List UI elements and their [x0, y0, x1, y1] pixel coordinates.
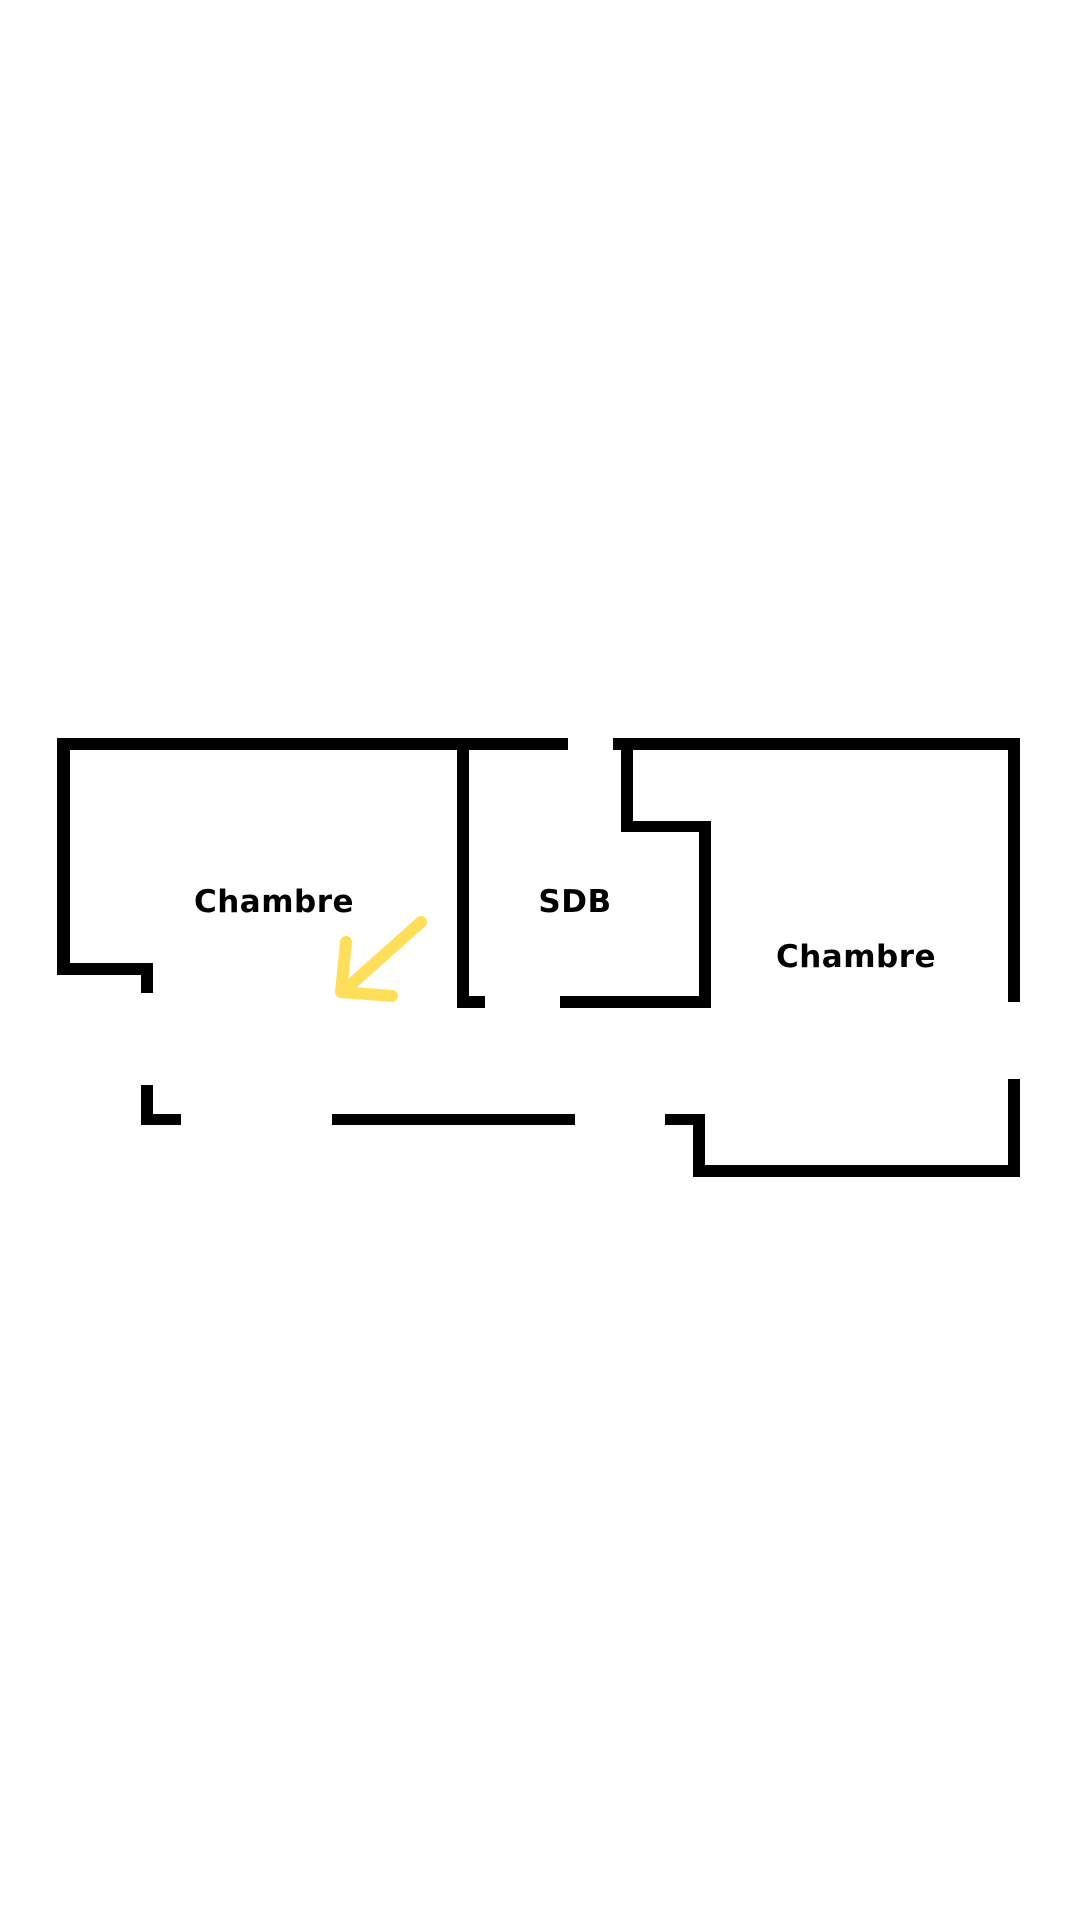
room-label-sdb: SDB: [538, 884, 612, 920]
wall-bottom-right-vertical: [693, 1114, 705, 1177]
wall-sdb-step-vertical: [621, 738, 633, 832]
wall-corridor-middle: [332, 1114, 575, 1125]
room-label-chambre-left: Chambre: [193, 884, 355, 920]
wall-sdb-bottom: [560, 996, 711, 1008]
wall-left-bottom: [57, 963, 153, 975]
wall-right-upper: [1008, 738, 1020, 1002]
wall-left-stub: [141, 963, 153, 993]
wall-left: [57, 738, 70, 975]
arrow-down-left-icon: [335, 916, 427, 1002]
wall-top-left: [57, 738, 568, 750]
wall-top-right: [613, 738, 1020, 750]
wall-right-lower: [1008, 1079, 1020, 1177]
room-label-chambre-right: Chambre: [775, 939, 937, 975]
wall-corridor-corner-horizontal: [141, 1114, 181, 1125]
wall-bottom-right: [693, 1165, 1020, 1177]
wall-sdb-step: [621, 821, 711, 832]
wall-interior: [457, 750, 469, 1008]
wall-interior-foot: [457, 996, 485, 1008]
wall-bottom-right-stub: [665, 1114, 705, 1125]
wall-sdb-right: [699, 821, 711, 1008]
